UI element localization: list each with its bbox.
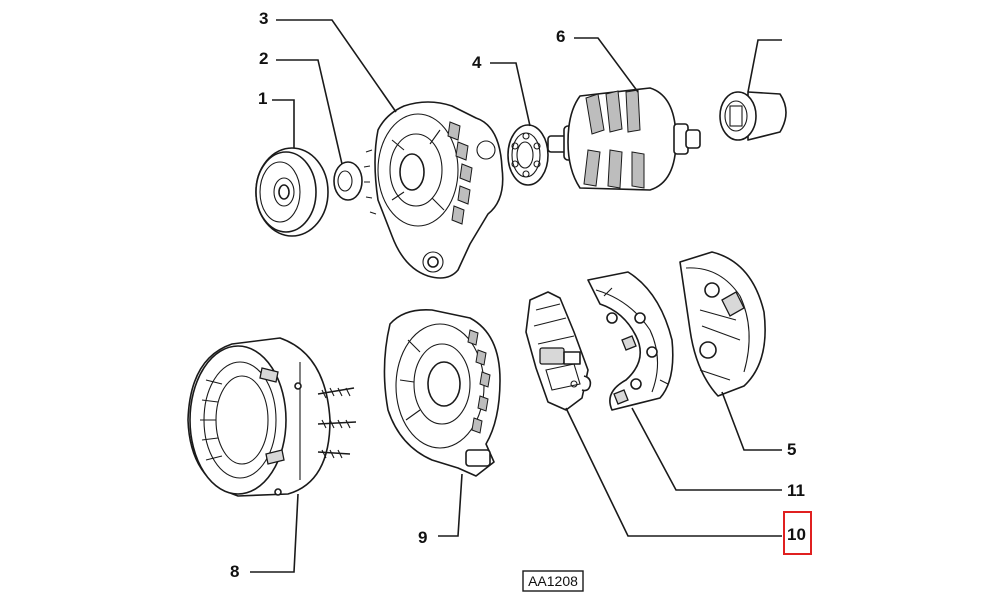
leader-line-10 xyxy=(565,407,782,537)
label-9: 9 xyxy=(418,528,427,547)
rectifier-part xyxy=(587,271,674,411)
leader-line-cap xyxy=(747,39,782,93)
label-3: 3 xyxy=(259,9,268,28)
label-11: 11 xyxy=(787,481,805,500)
label-5: 5 xyxy=(787,440,796,459)
leader-line-11 xyxy=(631,407,782,491)
stator-part xyxy=(187,337,357,497)
highlight-box-10 xyxy=(783,511,812,555)
leader-line-4 xyxy=(490,62,531,127)
regulator-part xyxy=(525,291,592,411)
diagram-code-box: AA1208 xyxy=(522,570,584,592)
leader-line-9 xyxy=(438,473,463,537)
spacer-ring-part xyxy=(333,161,363,201)
slip-ring-cap-part xyxy=(719,91,787,141)
leader-line-8 xyxy=(250,493,299,573)
leader-line-2 xyxy=(276,59,343,165)
label-4: 4 xyxy=(472,53,482,72)
label-8: 8 xyxy=(230,562,239,581)
rear-housing-part xyxy=(383,308,501,477)
bearing-part xyxy=(507,124,549,186)
label-10: 10 xyxy=(787,525,806,544)
label-6: 6 xyxy=(556,27,565,46)
rotor-part xyxy=(547,87,701,191)
leader-line-5 xyxy=(721,391,782,451)
rear-cover-part xyxy=(679,251,766,397)
leader-lines xyxy=(250,19,782,573)
label-1: 1 xyxy=(258,89,267,108)
pulley-part xyxy=(255,147,329,237)
part-labels: 1 2 3 4 6 5 11 10 9 8 xyxy=(230,9,812,581)
leader-line-3 xyxy=(276,19,397,113)
leader-line-1 xyxy=(272,99,295,148)
leader-line-6 xyxy=(574,37,639,93)
front-housing-part xyxy=(363,101,504,279)
diagram-code: AA1208 xyxy=(528,573,578,589)
label-2: 2 xyxy=(259,49,268,68)
